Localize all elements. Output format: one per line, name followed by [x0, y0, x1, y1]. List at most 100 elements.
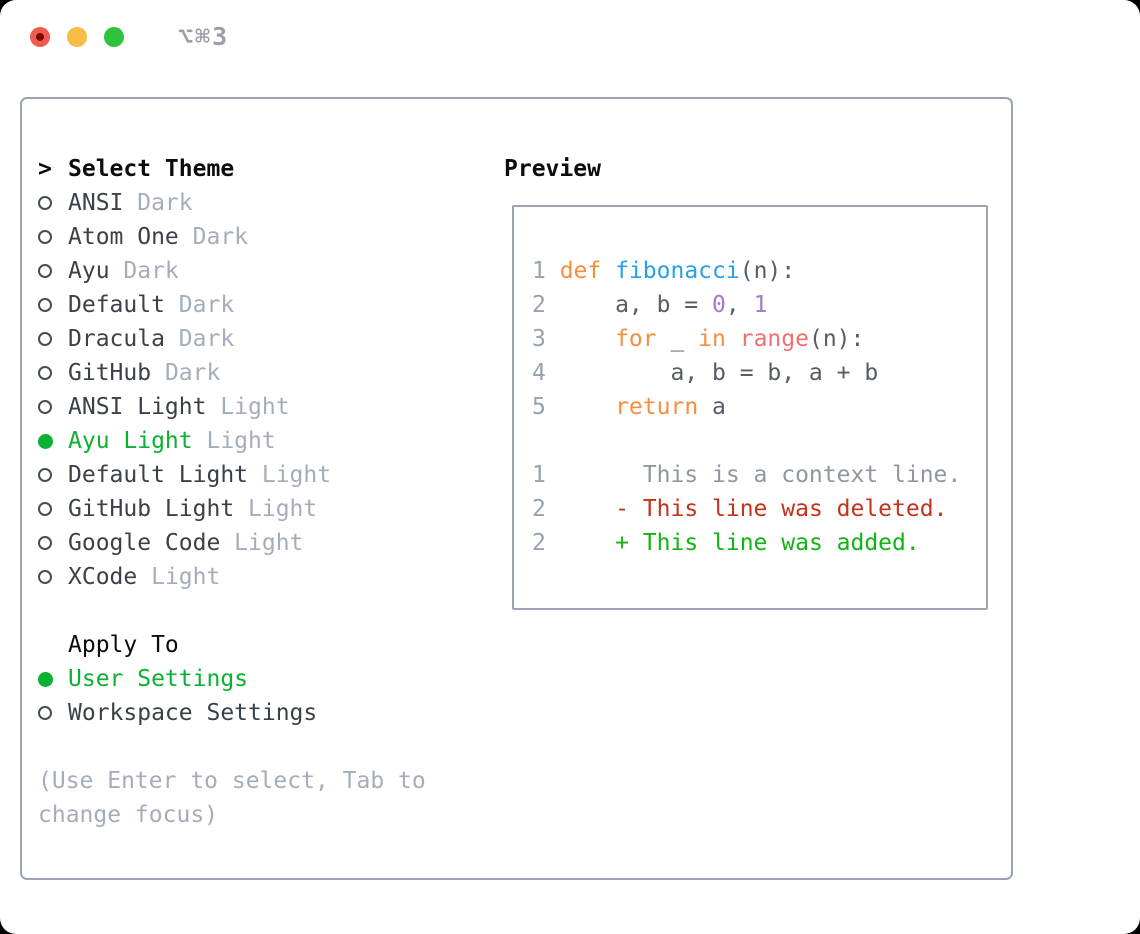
line-number: 1: [532, 462, 546, 488]
code-line: 1 This is a context line.: [532, 458, 986, 492]
theme-variant-tag: Light: [206, 428, 276, 454]
code-token: for: [615, 326, 657, 352]
code-line: 2 a, b = 0, 1: [532, 288, 986, 322]
code-token: [601, 258, 615, 284]
code-token: [560, 394, 615, 420]
line-number: 5: [532, 394, 546, 420]
theme-variant-tag: Dark: [123, 258, 179, 284]
theme-option-ayu[interactable]: Ayu Dark: [38, 254, 478, 288]
select-theme-header-row: > Select Theme: [38, 152, 478, 186]
theme-name: Ayu Light: [68, 428, 193, 454]
code-token: range: [739, 326, 809, 352]
marker-cell: [38, 264, 68, 278]
unsaved-changes-dot-icon: [36, 33, 44, 41]
code-token: [560, 326, 615, 352]
radio-unselected-icon: [38, 570, 52, 584]
code-token: - This line was deleted.: [615, 496, 948, 522]
radio-unselected-icon: [38, 468, 52, 482]
code-token: return: [615, 394, 699, 420]
code-token: (n):: [808, 326, 865, 352]
theme-name: Ayu: [68, 258, 110, 284]
radio-unselected-icon: [38, 536, 52, 550]
marker-cell: [38, 433, 68, 449]
radio-unselected-icon: [38, 502, 52, 516]
radio-unselected-icon: [38, 196, 52, 210]
theme-variant-tag: Dark: [192, 224, 249, 250]
line-number: 4: [532, 360, 546, 386]
select-theme-title: Select Theme: [68, 156, 235, 182]
theme-option-github-light[interactable]: GitHub Light Light: [38, 492, 478, 526]
code-line: 2 + This line was added.: [532, 526, 986, 560]
theme-variant-tag: Light: [234, 530, 304, 556]
apply-option-label: Workspace Settings: [68, 700, 318, 726]
line-number: 2: [532, 496, 546, 522]
theme-variant-tag: Light: [261, 462, 332, 488]
theme-variant-tag: Light: [220, 394, 290, 420]
radio-selected-icon: [38, 671, 53, 687]
code-token: (n):: [739, 258, 796, 284]
line-number: 2: [532, 292, 546, 318]
apply-option-workspace-settings[interactable]: Workspace Settings: [38, 696, 478, 730]
preview-title: Preview: [504, 156, 601, 182]
window-titlebar: ⌥⌘3: [30, 22, 230, 51]
window-shortcut-label: ⌥⌘3: [178, 22, 230, 51]
theme-name: GitHub Light: [68, 496, 235, 522]
radio-unselected-icon: [38, 298, 52, 312]
line-number: 1: [532, 258, 546, 284]
theme-name: Atom One: [68, 224, 179, 250]
code-token: fibonacci: [615, 258, 740, 284]
code-token: ,: [725, 292, 754, 318]
theme-option-default-light[interactable]: Default Light Light: [38, 458, 478, 492]
theme-name: XCode: [68, 564, 138, 590]
theme-name: ANSI Light: [68, 394, 207, 420]
marker-cell: [38, 570, 68, 584]
marker-cell: [38, 196, 68, 210]
theme-name: Default Light: [68, 462, 249, 488]
theme-variant-tag: Dark: [178, 326, 235, 352]
code-line: 2 - This line was deleted.: [532, 492, 986, 526]
code-token: a, b =: [559, 292, 713, 318]
line-number: 2: [532, 530, 546, 556]
theme-option-atom-one[interactable]: Atom One Dark: [38, 220, 478, 254]
marker-cell: [38, 332, 68, 346]
code-token: 0: [712, 292, 726, 318]
close-button[interactable]: [30, 27, 50, 47]
code-line: [532, 424, 986, 458]
code-token: This is a context line.: [559, 462, 962, 488]
radio-unselected-icon: [38, 366, 52, 380]
theme-name: ANSI: [68, 190, 124, 216]
apply-option-user-settings[interactable]: User Settings: [38, 662, 478, 696]
code-token: [726, 326, 740, 352]
radio-unselected-icon: [38, 400, 52, 414]
code-token: in: [698, 326, 726, 352]
code-line: 4 a, b = b, a + b: [532, 356, 986, 390]
code-line: 3 for _ in range(n):: [532, 322, 986, 356]
spacer: [38, 730, 478, 764]
marker-cell: [38, 706, 68, 720]
marker-cell: [38, 671, 68, 687]
cursor-arrow-icon: >: [38, 156, 52, 182]
theme-option-ansi-light[interactable]: ANSI Light Light: [38, 390, 478, 424]
theme-name: Default: [68, 292, 165, 318]
marker-cell: [38, 298, 68, 312]
code-token: [560, 530, 615, 556]
theme-variant-tag: Light: [248, 496, 318, 522]
zoom-button[interactable]: [104, 27, 124, 47]
marker-cell: [38, 400, 68, 414]
minimize-button[interactable]: [67, 27, 87, 47]
code-token: def: [559, 258, 602, 284]
theme-option-ayu-light[interactable]: Ayu Light Light: [38, 424, 478, 458]
